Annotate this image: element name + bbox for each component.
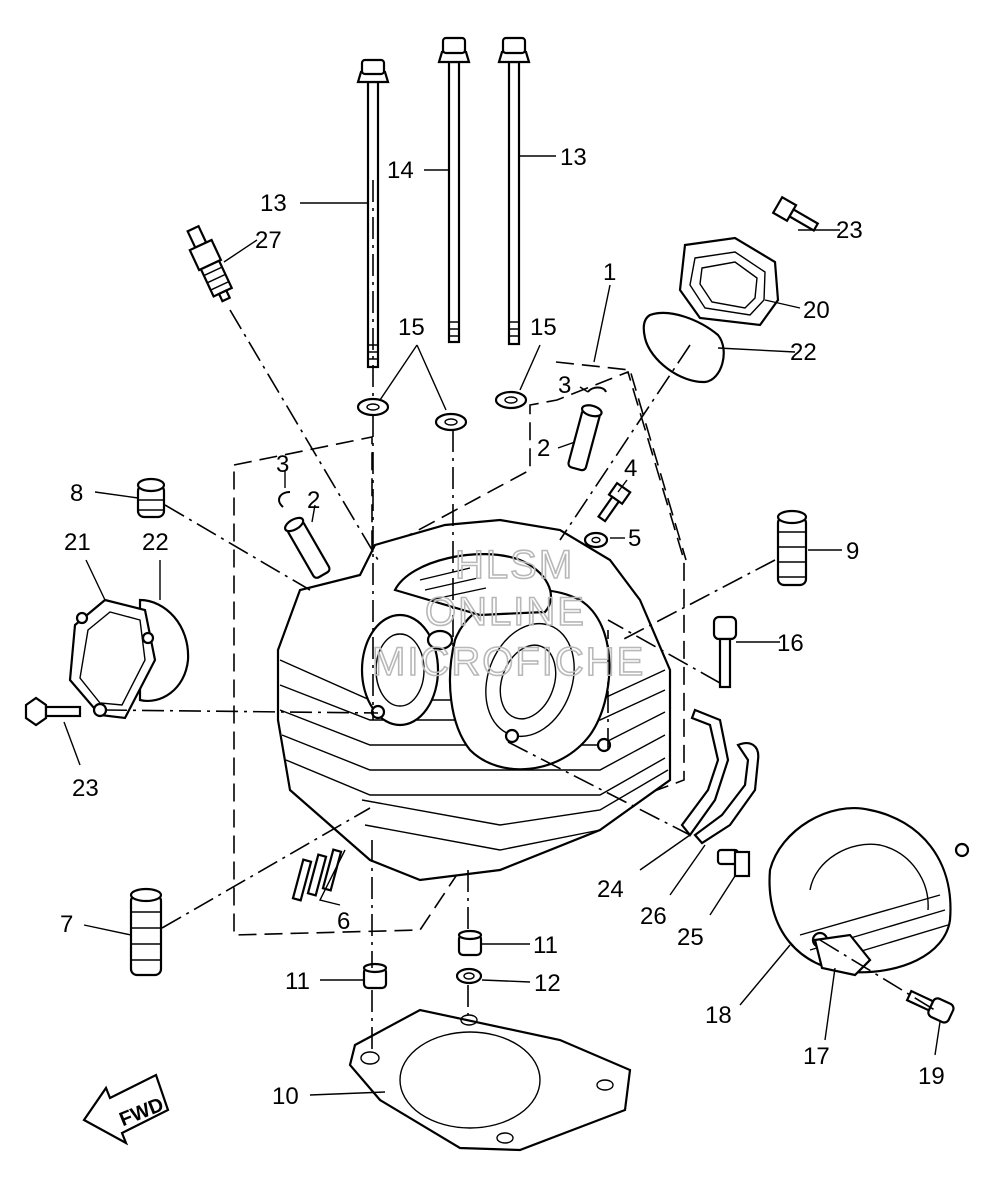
cover-18 — [768, 807, 970, 974]
callout-11-right: 11 — [533, 932, 558, 959]
callout-2-right: 2 — [537, 435, 550, 462]
callout-25: 25 — [677, 924, 704, 951]
spark-plug — [186, 224, 234, 303]
bolt-19 — [905, 989, 955, 1024]
side-cover-21 — [68, 598, 157, 720]
callout-17: 17 — [803, 1043, 830, 1070]
watermark-line-2: ONLINE — [425, 590, 586, 634]
head-gasket-10 — [348, 1008, 632, 1152]
fwd-arrow: FWD — [82, 1073, 170, 1146]
bolt-25 — [716, 848, 751, 878]
clip-3-left — [278, 491, 291, 508]
callout-20: 20 — [803, 297, 830, 324]
washer-12 — [455, 967, 483, 985]
stud-pins-6 — [291, 848, 343, 902]
callout-22-top: 22 — [790, 339, 817, 366]
washer-15-b-hole — [444, 418, 458, 426]
washer-15-c-hole — [504, 396, 518, 404]
leader-lines — [63, 155, 941, 1096]
valve-guide-2-left — [284, 516, 331, 579]
clip-3-right — [587, 386, 607, 393]
callout-15-right: 15 — [530, 314, 557, 341]
watermark-line-3: MICROFICHE — [372, 640, 645, 684]
dowel-7 — [129, 887, 163, 977]
washer-12-hole — [463, 972, 475, 980]
watermark-line-1: HLSM — [455, 543, 574, 587]
callout-2-left: 2 — [307, 487, 320, 514]
callout-26: 26 — [640, 903, 667, 930]
head-bolt-13-right — [497, 36, 531, 346]
washer-15-c — [494, 390, 528, 410]
washer-15-b — [434, 412, 468, 432]
cylinder-head — [276, 518, 672, 882]
callout-6: 6 — [337, 908, 350, 935]
intake-joint — [678, 236, 780, 327]
callout-14: 14 — [387, 157, 414, 184]
callout-8: 8 — [70, 480, 83, 507]
watermark: HLSM ONLINE MICROFICHE — [371, 542, 645, 685]
plug-9 — [776, 509, 808, 587]
callout-4: 4 — [624, 455, 637, 482]
callout-13-right: 13 — [560, 144, 587, 171]
callout-labels: 13 14 13 27 23 20 1 22 15 15 3 2 4 5 3 2… — [60, 144, 945, 1110]
valve-guide-2-right — [567, 404, 603, 472]
washer-5-hole — [591, 536, 601, 544]
dowel-11-left — [362, 962, 388, 990]
callout-3-right: 3 — [558, 372, 571, 399]
callout-19: 19 — [918, 1063, 945, 1090]
screw-23-top — [771, 195, 820, 232]
callout-12: 12 — [534, 970, 561, 997]
callout-1: 1 — [603, 259, 616, 286]
washer-15-a — [356, 397, 390, 417]
stud-bolt-4 — [596, 481, 632, 523]
head-bolt-14 — [437, 36, 471, 344]
callout-18: 18 — [705, 1002, 732, 1029]
gasket-26 — [693, 742, 760, 845]
callout-27: 27 — [255, 227, 282, 254]
o-ring-22-left — [138, 598, 190, 703]
plug-8 — [136, 477, 166, 519]
washer-5 — [583, 531, 609, 549]
callout-3-left: 3 — [276, 451, 289, 478]
callout-21: 21 — [64, 529, 91, 556]
callout-13-left: 13 — [260, 190, 287, 217]
callout-11-left: 11 — [285, 968, 310, 995]
bolt-23-left — [24, 696, 82, 727]
callout-9: 9 — [846, 538, 859, 565]
assembly-lines — [104, 180, 939, 1055]
callout-23-top: 23 — [836, 217, 863, 244]
callout-16: 16 — [777, 630, 804, 657]
callout-24: 24 — [597, 876, 624, 903]
bolt-16 — [712, 615, 738, 689]
o-ring-22-top — [642, 311, 725, 384]
gasket-24 — [680, 708, 730, 837]
callout-23-left: 23 — [72, 775, 99, 802]
callout-5: 5 — [628, 525, 641, 552]
dowel-11-right — [457, 929, 483, 957]
callout-7: 7 — [60, 911, 73, 938]
washer-15-a-hole — [366, 403, 380, 411]
callout-22-left: 22 — [142, 529, 169, 556]
callout-15-left: 15 — [398, 314, 425, 341]
callout-10: 10 — [272, 1083, 299, 1110]
